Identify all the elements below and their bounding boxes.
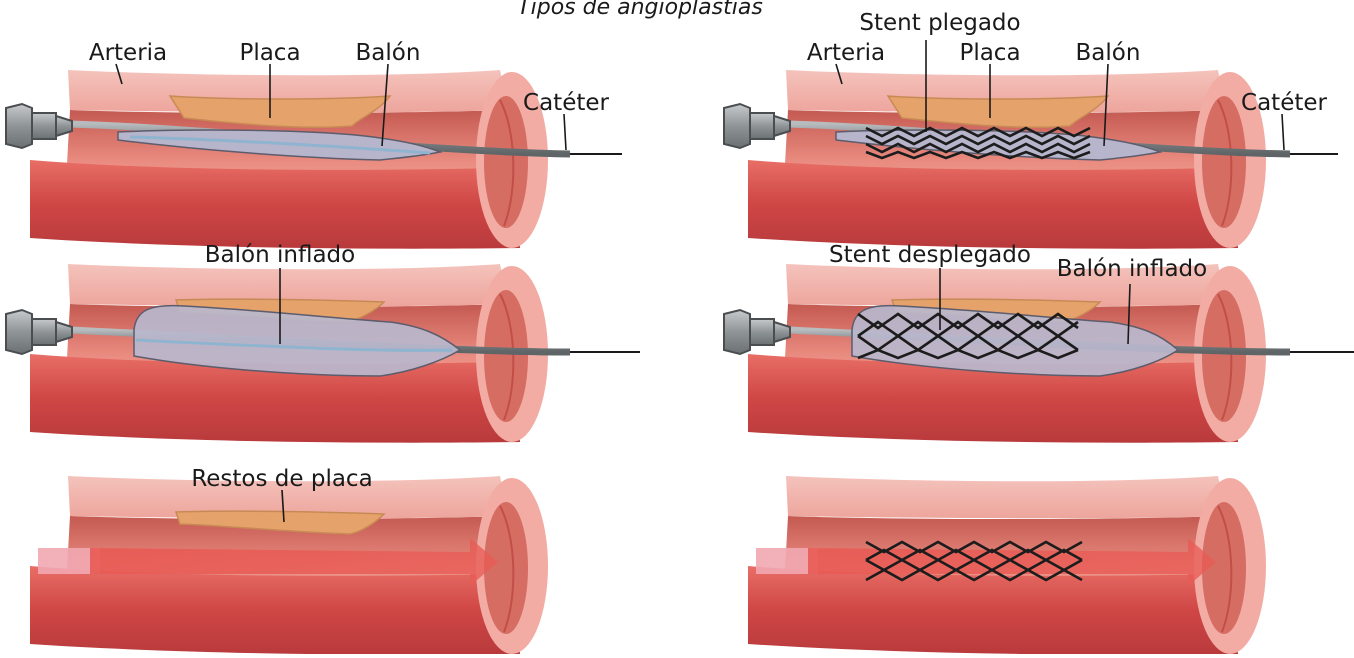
label-restos-de-placa: Restos de placa xyxy=(191,466,372,492)
panel-left-3: Restos de placa xyxy=(30,466,548,654)
catheter-hub-icon xyxy=(724,310,790,354)
catheter-hub-icon xyxy=(724,104,790,148)
label-balon: Balón xyxy=(356,40,421,66)
panel-right-1: Stent plegado Arteria Placa Balón Catéte… xyxy=(724,10,1338,249)
label-balon: Balón xyxy=(1076,40,1141,66)
label-cateter: Catéter xyxy=(523,90,609,116)
label-placa: Placa xyxy=(959,40,1020,66)
catheter-hub-icon xyxy=(6,104,72,148)
label-balon-inflado: Balón inflado xyxy=(1057,256,1207,282)
label-arteria: Arteria xyxy=(807,40,885,66)
label-balon-inflado: Balón inflado xyxy=(205,242,355,268)
panel-right-3 xyxy=(748,476,1266,654)
label-stent-desplegado: Stent desplegado xyxy=(829,242,1031,268)
panel-right-2: Stent desplegado Balón inflado xyxy=(724,242,1354,443)
label-cateter: Catéter xyxy=(1241,90,1327,116)
panel-left-2: Balón inflado xyxy=(6,242,640,443)
diagram-title: Tipos de angioplastias xyxy=(517,0,763,20)
catheter-hub-icon xyxy=(6,310,72,354)
label-arteria: Arteria xyxy=(89,40,167,66)
label-placa: Placa xyxy=(239,40,300,66)
panel-left-1: Arteria Placa Balón Catéter xyxy=(6,40,622,249)
label-stent-plegado: Stent plegado xyxy=(859,10,1020,36)
